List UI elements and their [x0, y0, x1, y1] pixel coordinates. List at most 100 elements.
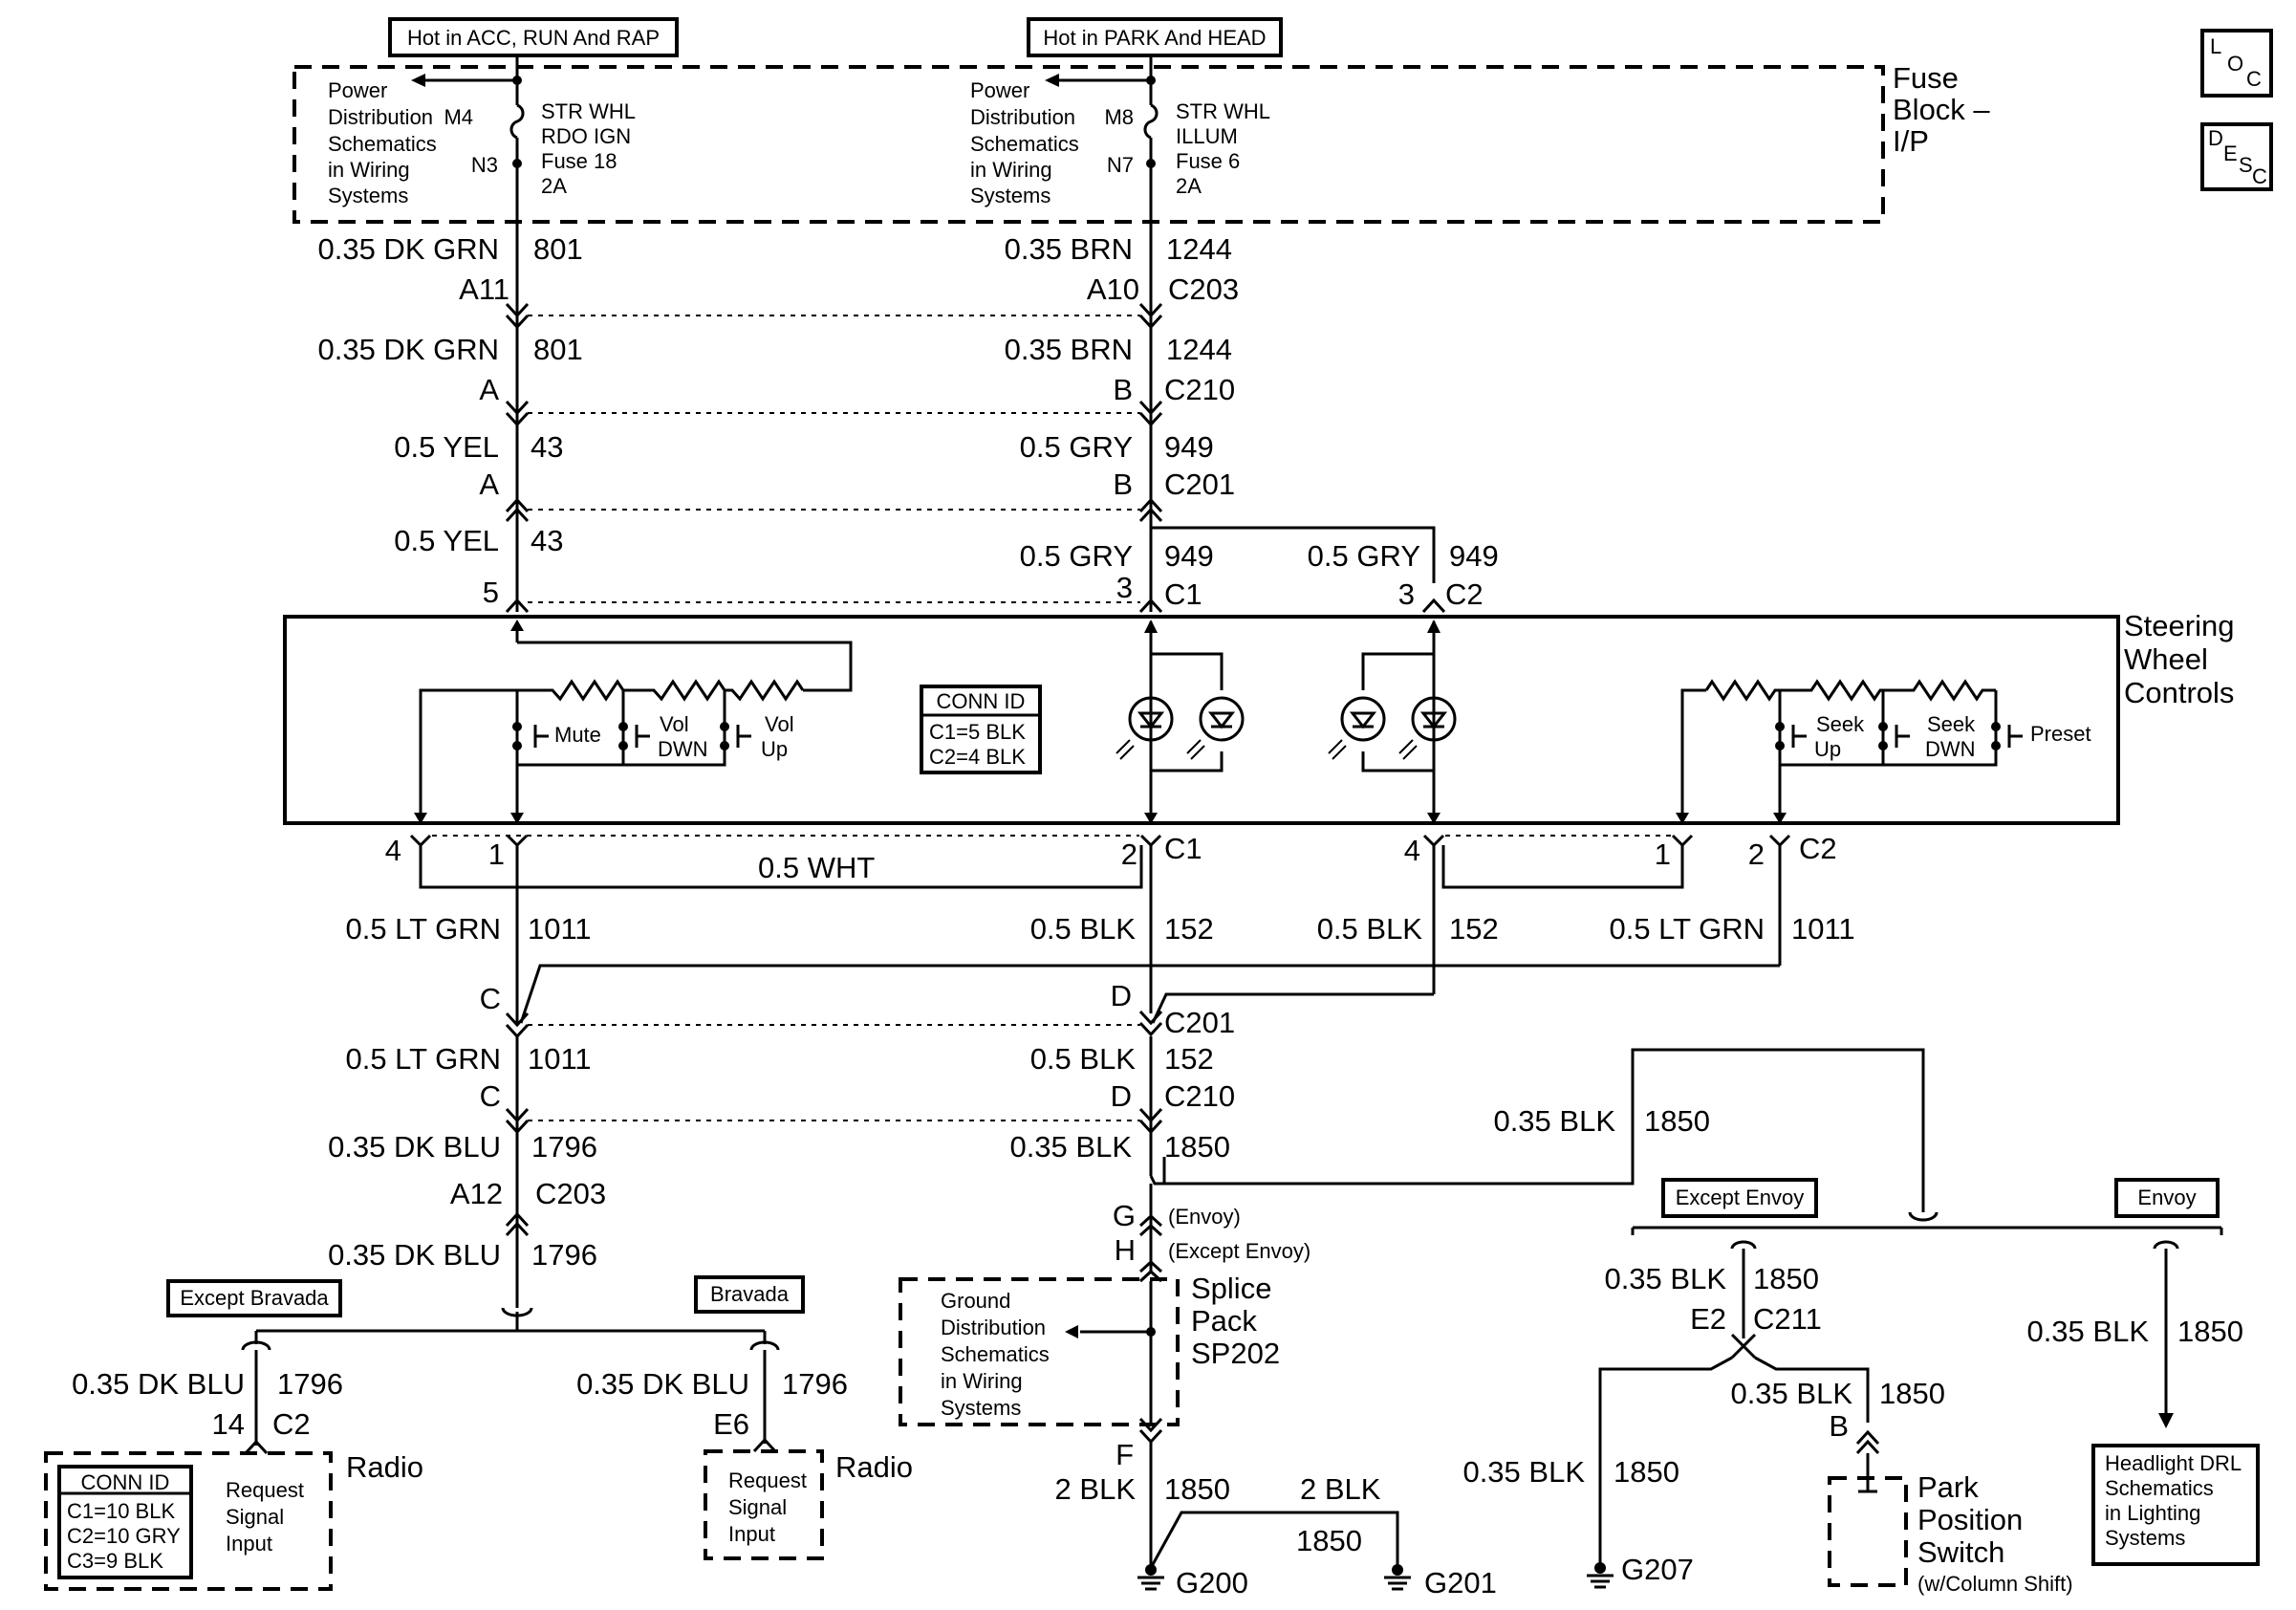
- svg-text:152: 152: [1164, 912, 1214, 946]
- wire-949-lower-c1: 0.5 GRY 949 3 C1: [1020, 539, 1214, 611]
- option-bravada: Bravada: [694, 1275, 805, 1314]
- wire-1796-upper: 0.35 DK BLU 1796 A12 C203: [328, 1130, 606, 1210]
- svg-text:in Wiring: in Wiring: [328, 158, 410, 182]
- svg-text:152: 152: [1449, 912, 1499, 946]
- svg-text:0.35 DK GRN: 0.35 DK GRN: [317, 333, 499, 366]
- wire-1796-left: [241, 1340, 271, 1446]
- svg-text:Schematics: Schematics: [941, 1342, 1050, 1366]
- svg-text:Schematics: Schematics: [2105, 1476, 2214, 1500]
- radio-right-box: [704, 1449, 824, 1560]
- svg-text:0.35 DK BLU: 0.35 DK BLU: [328, 1238, 501, 1272]
- svg-text:1244: 1244: [1166, 232, 1232, 266]
- svg-text:Switch: Switch: [1917, 1535, 2004, 1569]
- wire-152-c1: 0.5 BLK 152 D C201: [1030, 912, 1235, 1039]
- feed-label-left: Hot in ACC, RUN And RAP: [388, 17, 679, 57]
- svg-text:2A: 2A: [1176, 174, 1202, 198]
- connector-c201-bottom: [505, 1010, 1163, 1039]
- svg-text:Distribution: Distribution: [328, 105, 433, 129]
- svg-text:I/P: I/P: [1893, 124, 1929, 158]
- connector-c210-bottom: [505, 1107, 1163, 1135]
- svg-text:B: B: [1829, 1409, 1849, 1443]
- svg-text:949: 949: [1164, 539, 1214, 573]
- svg-text:0.5 BLK: 0.5 BLK: [1030, 1042, 1137, 1076]
- svg-text:Position: Position: [1917, 1503, 2023, 1536]
- splice-pack-label: Splice Pack SP202: [1191, 1272, 1280, 1370]
- conn-id-steering: CONN ID C1=5 BLK C2=4 BLK: [920, 685, 1042, 774]
- svg-text:C1: C1: [1164, 832, 1202, 865]
- svg-text:Hot in ACC, RUN And RAP: Hot in ACC, RUN And RAP: [407, 26, 660, 50]
- svg-text:1244: 1244: [1166, 333, 1232, 366]
- svg-text:C: C: [480, 982, 501, 1015]
- svg-text:1796: 1796: [277, 1367, 343, 1401]
- svg-text:2: 2: [1121, 838, 1137, 871]
- svg-text:3: 3: [1398, 577, 1415, 611]
- wire-1850-g207: 0.35 BLK 1850: [1462, 1455, 1679, 1489]
- svg-text:0.35 BLK: 0.35 BLK: [1009, 1130, 1132, 1164]
- description-icon[interactable]: D E S C: [2200, 122, 2273, 191]
- svg-text:Headlight DRL: Headlight DRL: [2105, 1451, 2242, 1475]
- svg-text:0.5 LT GRN: 0.5 LT GRN: [1609, 912, 1765, 946]
- svg-text:1850: 1850: [1614, 1455, 1679, 1489]
- svg-text:Up: Up: [761, 737, 788, 761]
- svg-text:Block –: Block –: [1893, 93, 1990, 126]
- wire-1850-g-stub: [1149, 1157, 1166, 1186]
- svg-text:1850: 1850: [1296, 1524, 1362, 1557]
- location-icon[interactable]: L O C: [2200, 29, 2273, 98]
- svg-text:E: E: [2223, 141, 2238, 165]
- svg-text:0.5 LT GRN: 0.5 LT GRN: [345, 1042, 501, 1076]
- fuse-6: M8 N7 STR WHL ILLUM Fuse 6 2A: [1045, 72, 1270, 239]
- svg-text:Park: Park: [1917, 1470, 1979, 1504]
- wire-1796-radio-left: 0.35 DK BLU 1796 14 C2: [72, 1367, 343, 1441]
- svg-text:949: 949: [1164, 430, 1214, 464]
- svg-text:B: B: [1113, 373, 1133, 406]
- svg-text:CONN ID: CONN ID: [81, 1470, 170, 1494]
- wire-1850-envoy: 0.35 BLK 1850: [1493, 1104, 1710, 1138]
- svg-text:3: 3: [1116, 571, 1133, 604]
- svg-text:C1=10 BLK: C1=10 BLK: [67, 1499, 175, 1523]
- svg-text:1850: 1850: [2177, 1315, 2243, 1348]
- connector-c203-bottom: [505, 1211, 530, 1237]
- svg-text:G200: G200: [1176, 1566, 1248, 1599]
- svg-text:Steering: Steering: [2124, 609, 2234, 642]
- svg-text:Bravada: Bravada: [710, 1282, 790, 1306]
- svg-text:in Wiring: in Wiring: [941, 1369, 1023, 1393]
- svg-text:in Lighting: in Lighting: [2105, 1501, 2200, 1525]
- svg-text:C2: C2: [272, 1407, 311, 1441]
- svg-text:0.5 YEL: 0.5 YEL: [394, 524, 499, 557]
- svg-text:Except Bravada: Except Bravada: [180, 1286, 329, 1310]
- svg-text:5: 5: [483, 576, 499, 609]
- svg-text:STR WHL: STR WHL: [1176, 99, 1270, 123]
- svg-text:Power: Power: [328, 78, 387, 102]
- svg-text:C210: C210: [1164, 373, 1235, 406]
- svg-text:14: 14: [212, 1407, 245, 1441]
- svg-text:C: C: [480, 1079, 501, 1113]
- steering-wheel-label: Steering Wheel Controls: [2124, 609, 2234, 709]
- svg-text:0.35 BLK: 0.35 BLK: [1462, 1455, 1585, 1489]
- option-envoy: Envoy: [2114, 1178, 2220, 1218]
- svg-text:A: A: [479, 373, 499, 406]
- svg-text:L: L: [2210, 34, 2221, 58]
- ground-g200: G200: [1137, 1564, 1248, 1599]
- svg-text:C2: C2: [1799, 832, 1837, 865]
- svg-text:1850: 1850: [1644, 1104, 1710, 1138]
- svg-text:1011: 1011: [1791, 912, 1855, 946]
- svg-text:Up: Up: [1814, 737, 1841, 761]
- connector-c203-top: [505, 302, 1163, 330]
- radio-left-label: Radio: [346, 1450, 423, 1484]
- svg-text:N7: N7: [1107, 153, 1134, 177]
- radio-left-request-signal: Request Signal Input: [226, 1478, 304, 1556]
- svg-text:M4: M4: [444, 105, 473, 129]
- svg-text:C1: C1: [1164, 577, 1202, 611]
- svg-text:Systems: Systems: [941, 1396, 1021, 1420]
- svg-text:C201: C201: [1164, 1006, 1235, 1039]
- svg-text:C: C: [2246, 67, 2262, 91]
- svg-text:0.35 BRN: 0.35 BRN: [1005, 232, 1133, 266]
- svg-text:0.5 BLK: 0.5 BLK: [1317, 912, 1423, 946]
- svg-text:Signal: Signal: [728, 1495, 787, 1519]
- svg-text:E6: E6: [713, 1407, 749, 1441]
- svg-text:1796: 1796: [782, 1367, 848, 1401]
- svg-text:Seek: Seek: [1816, 712, 1865, 736]
- splice-pack-box: [899, 1277, 1180, 1426]
- svg-text:Distribution: Distribution: [970, 105, 1075, 129]
